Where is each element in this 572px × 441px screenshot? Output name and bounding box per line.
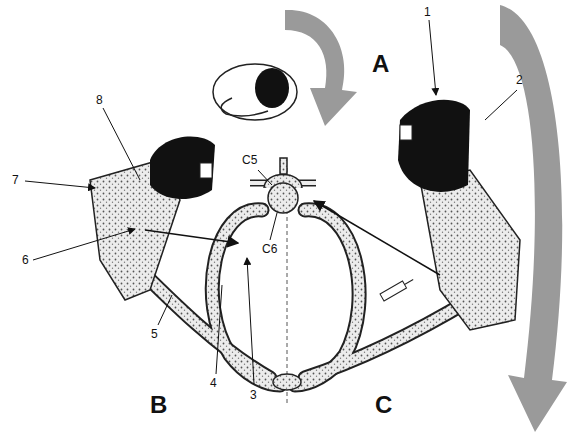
- force-arrow: [145, 230, 238, 243]
- callout-number: 8: [96, 94, 103, 106]
- top-figure: [213, 64, 297, 120]
- view-letter: B: [150, 393, 167, 417]
- callout-number: 4: [210, 377, 217, 389]
- callout-number: 1: [424, 6, 431, 18]
- leader-lines: [25, 20, 517, 384]
- nerve-root-label: C5: [242, 154, 257, 166]
- callout-number: 6: [22, 254, 29, 266]
- view-letter: C: [375, 393, 392, 417]
- sternum: [273, 374, 301, 390]
- force-arrow: [314, 201, 440, 275]
- needle-icon: [380, 276, 415, 301]
- humeral-head: [150, 137, 215, 199]
- humeral-head: [398, 100, 470, 192]
- vertebra: [250, 158, 316, 213]
- callout-number: 5: [151, 328, 158, 340]
- view-letter: A: [372, 52, 389, 76]
- rotation-arrow: [285, 10, 357, 126]
- callout-number: 3: [250, 389, 257, 401]
- rotation-arrow: [500, 5, 567, 432]
- bones: [130, 210, 470, 385]
- callout-number: 2: [516, 74, 523, 86]
- notch: [400, 125, 412, 140]
- nerve-root-label: C6: [262, 243, 277, 255]
- notch: [200, 163, 212, 178]
- callout-number: 7: [12, 174, 19, 186]
- scapula: [420, 170, 520, 330]
